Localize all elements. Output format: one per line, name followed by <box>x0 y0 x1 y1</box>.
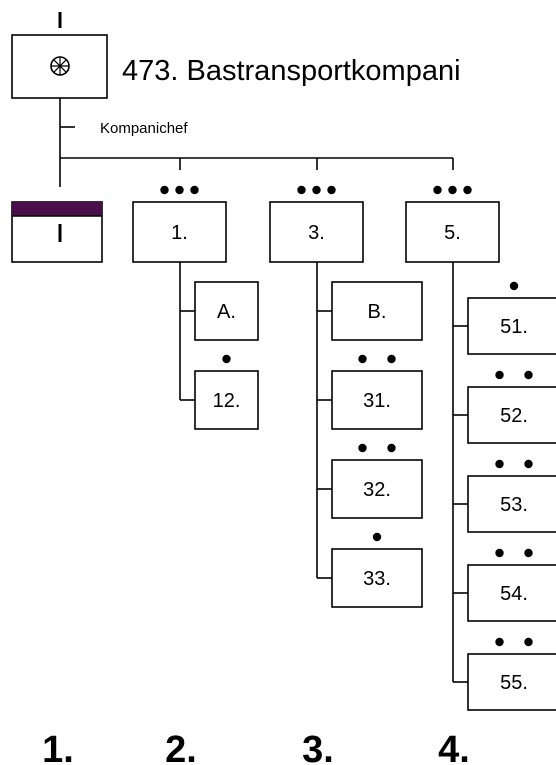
platoon-size-dot <box>190 185 199 195</box>
platoon-size-dot <box>312 185 321 195</box>
platoon-2-box <box>269 201 364 263</box>
squad-size-dot <box>509 281 519 291</box>
platoon-size-dot <box>433 185 442 195</box>
squad-label: B. <box>368 301 387 323</box>
column-number-1: 1. <box>42 729 74 765</box>
squad-size-dot <box>524 370 533 380</box>
squad-label: 51. <box>500 316 528 338</box>
platoon-1-label: 1. <box>171 222 188 244</box>
squad-size-dot <box>358 443 367 453</box>
column-number-2: 2. <box>165 729 197 765</box>
wheel-icon <box>50 56 70 76</box>
platoon-size-dot <box>448 185 457 195</box>
squad-size-dot <box>387 354 396 364</box>
squad-size-dot <box>222 354 231 364</box>
platoon-2-label: 3. <box>308 222 325 244</box>
squad-box <box>194 370 259 430</box>
platoon-3-box <box>405 201 500 263</box>
platoon-size-dot <box>175 185 184 195</box>
platoon-size-dot <box>463 185 472 195</box>
squad-label: 54. <box>500 583 528 605</box>
squad-size-dot <box>495 548 504 558</box>
squad-size-dot <box>524 548 533 558</box>
squad-size-dot <box>372 532 382 542</box>
platoon-size-dot <box>327 185 336 195</box>
squad-label: 12. <box>213 390 241 412</box>
squad-size-dot <box>495 370 504 380</box>
squad-label: 33. <box>363 568 391 590</box>
squad-box <box>467 297 556 355</box>
squad-size-dot <box>524 459 533 469</box>
squad-box <box>331 281 423 341</box>
squad-box <box>467 386 556 444</box>
squad-box <box>331 370 423 430</box>
squad-size-dot <box>495 459 504 469</box>
squad-size-dot <box>495 637 504 647</box>
hq-band <box>12 202 102 216</box>
squad-label: 55. <box>500 672 528 694</box>
column-number-4: 4. <box>438 729 470 765</box>
platoons-layer: 1. A. 12. 3. B. 31. 32. 33. 5. 51. 52. 53. 54. 55. <box>132 185 556 711</box>
squad-label: A. <box>217 301 236 323</box>
platoon-1-box <box>132 201 227 263</box>
squad-box <box>331 459 423 519</box>
platoon-3-label: 5. <box>444 222 461 244</box>
squad-box <box>467 475 556 533</box>
squad-label: 31. <box>363 390 391 412</box>
squad-box <box>194 281 259 341</box>
hq-note: Kompanichef <box>100 120 188 137</box>
squad-size-dot <box>387 443 396 453</box>
squad-size-dot <box>358 354 367 364</box>
squad-label: 52. <box>500 405 528 427</box>
squad-box <box>331 548 423 608</box>
column-number-3: 3. <box>302 729 334 765</box>
squad-box <box>467 564 556 622</box>
platoon-size-dot <box>160 185 169 195</box>
platoon-size-dot <box>297 185 306 195</box>
squad-box <box>467 653 556 711</box>
unit-title: 473. Bastransportkompani <box>122 55 461 87</box>
squad-label: 32. <box>363 479 391 501</box>
squad-size-dot <box>524 637 533 647</box>
squad-label: 53. <box>500 494 528 516</box>
